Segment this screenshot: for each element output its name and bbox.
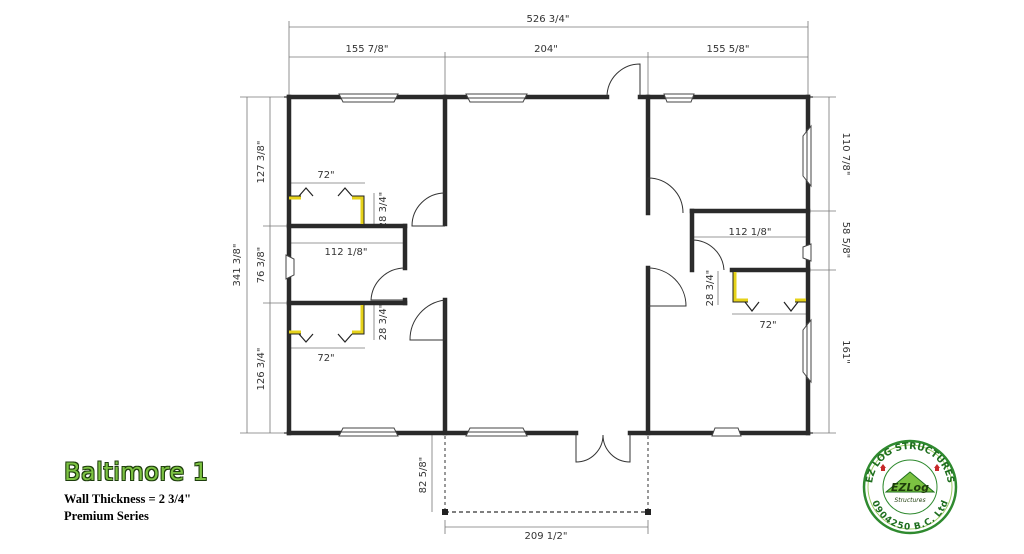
maple-leaf-icon [880, 464, 886, 471]
dim-closet-ll-width: 72" [317, 353, 334, 364]
door-bedroom-lr [647, 267, 687, 307]
wall-thickness: Wall Thickness = 2 3/4" [64, 492, 192, 506]
dim-porch-width: 209 1/2" [525, 531, 568, 542]
plan-series: Premium Series [64, 509, 149, 523]
window-bottom-3 [711, 427, 742, 437]
closet-shelf-r-a [733, 272, 748, 302]
dim-top-mid: 204" [534, 44, 558, 55]
doors [370, 63, 725, 463]
porch-post [645, 509, 651, 515]
door-double-bottom [575, 433, 631, 463]
logo-mark-sub: Structures [894, 497, 925, 504]
dim-overall-depth: 341 3/8" [232, 244, 243, 287]
porch-post [442, 509, 448, 515]
door-bath-right [691, 239, 725, 271]
dim-closet-ll-depth: 28 3/4" [378, 304, 389, 341]
window-left [285, 254, 295, 280]
dim-bath-left: 112 1/8" [325, 247, 368, 258]
dim-porch-depth: 82 5/8" [418, 457, 429, 494]
closet-shelf-ul-b [352, 196, 364, 224]
dimension-labels: 526 3/4" 155 7/8" 204" 155 5/8" 341 3/8"… [232, 14, 851, 542]
door-bedroom-ur [647, 177, 684, 214]
closet-shelf-ll-b [352, 305, 364, 334]
dim-right-mid: 58 5/8" [840, 222, 851, 259]
hanger-icon [298, 333, 314, 343]
window-right-2 [802, 243, 812, 262]
windows [285, 93, 812, 437]
dim-left-bottom: 126 3/4" [256, 348, 267, 391]
log-ends [284, 96, 813, 434]
hanger-icon [744, 301, 760, 312]
company-logo: EZ LOG STRUCTURES 0904250 B.C. Ltd EZLog… [862, 439, 958, 535]
door-entry-top [606, 63, 641, 98]
dim-left-mid: 76 3/8" [256, 247, 267, 284]
dimension-lines [240, 21, 836, 534]
door-bath-left [370, 267, 406, 301]
logo-mark: EZLog [891, 481, 929, 494]
dim-right-top: 110 7/8" [840, 133, 851, 176]
dim-closet-r-depth: 28 3/4" [705, 270, 716, 307]
closets [289, 187, 806, 343]
hanger-icon [337, 333, 353, 343]
walls [286, 94, 811, 436]
porch [442, 436, 651, 515]
dim-right-bottom: 161" [840, 340, 851, 364]
hanger-icon [783, 301, 799, 312]
hanger-icon [298, 187, 314, 197]
dim-left-top: 127 3/8" [256, 141, 267, 184]
dim-top-left: 155 7/8" [346, 44, 389, 55]
dim-top-right: 155 5/8" [707, 44, 750, 55]
door-bedroom-ll [409, 299, 446, 341]
dim-overall-width: 526 3/4" [527, 14, 570, 25]
dim-closet-r-width: 72" [759, 320, 776, 331]
dim-bath-right: 112 1/8" [729, 227, 772, 238]
maple-leaf-icon [934, 464, 940, 471]
plan-title: Baltimore 1 [64, 458, 209, 486]
house-icon [884, 471, 936, 493]
dim-closet-ul-width: 72" [317, 170, 334, 181]
hanger-icon [337, 187, 353, 197]
door-bedroom-ul [411, 192, 446, 227]
dim-closet-ul-depth: 28 3/4" [378, 192, 389, 229]
